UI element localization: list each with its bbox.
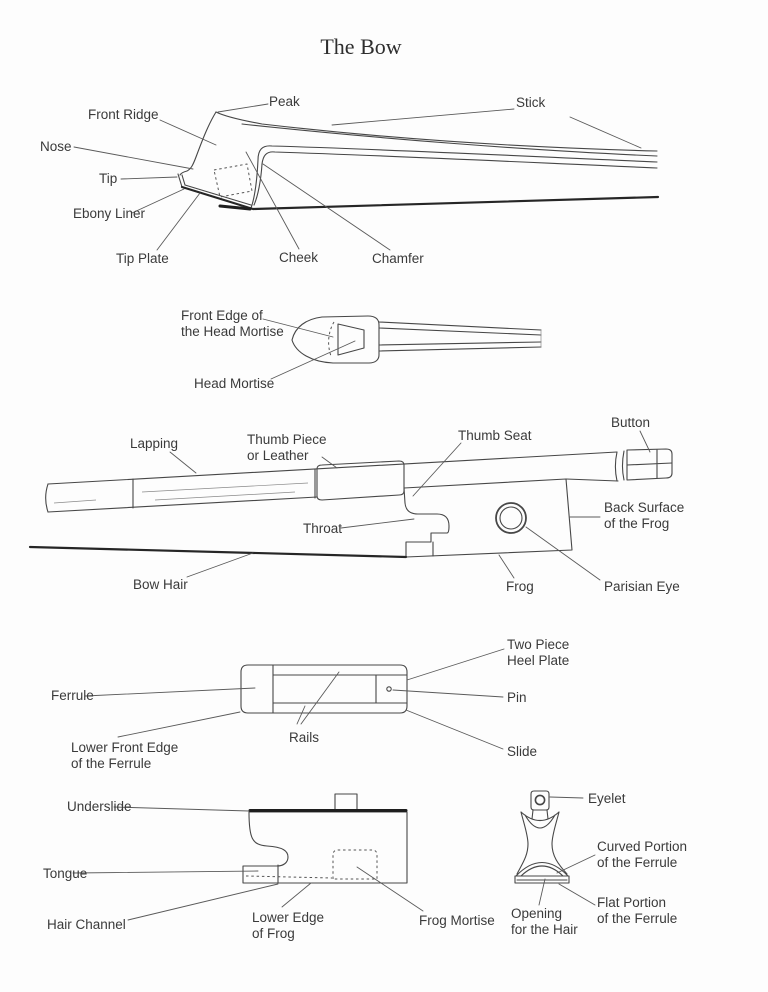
label-thumb-piece: Thumb Piece or Leather — [247, 432, 327, 464]
label-frog: Frog — [506, 579, 534, 594]
pin-dot — [386, 686, 392, 692]
head-front-ridge — [179, 111, 217, 176]
head-front-leaders — [262, 318, 356, 380]
stick-bottom-right — [565, 478, 619, 482]
frog-bottom-leaders — [84, 648, 505, 750]
lapping-dividers — [132, 468, 316, 509]
label-flat-portion: Flat Portion of the Ferrule — [597, 895, 678, 927]
label-slide: Slide — [507, 744, 538, 759]
stick-left-cap — [45, 483, 49, 513]
label-front-edge-head-mortise: Front Edge of the Head Mortise — [181, 308, 284, 340]
frog-bottom-view — [240, 664, 408, 714]
hair-channel-dotted — [245, 875, 333, 879]
label-frog-mortise: Frog Mortise — [419, 913, 495, 928]
ferrule-slide-outline — [240, 664, 408, 714]
label-head-mortise: Head Mortise — [194, 376, 275, 391]
page-title: The Bow — [320, 34, 402, 59]
label-front-ridge: Front Ridge — [88, 107, 159, 122]
label-throat: Throat — [303, 521, 343, 536]
tongue-outline — [242, 864, 279, 884]
lapping-shading — [53, 482, 309, 504]
button-lines — [626, 449, 673, 479]
label-ferrule: Ferrule — [51, 688, 94, 703]
stick-lines — [378, 321, 542, 352]
label-lapping: Lapping — [130, 436, 179, 451]
label-two-piece-heel-plate: Two Piece Heel Plate — [507, 637, 570, 669]
label-tip-plate: Tip Plate — [116, 251, 169, 266]
eyelet-body — [530, 790, 550, 811]
ferrule-flat-strip — [514, 875, 570, 884]
head-front-view — [291, 315, 542, 364]
ferrule-front-view — [514, 790, 570, 884]
head-side-view — [177, 111, 660, 211]
label-underslide: Underslide — [67, 799, 132, 814]
frog-underside-outline — [248, 811, 408, 884]
button-body — [626, 448, 673, 481]
bow-hair-line — [28, 545, 408, 559]
bow-hair-line-top-view — [251, 195, 660, 211]
frog-side-view — [28, 448, 673, 559]
eyelet-neck — [531, 809, 549, 820]
frog-mortise-dashed — [332, 849, 378, 880]
label-ebony-liner: Ebony Liner — [73, 206, 146, 221]
label-curved-portion: Curved Portion of the Ferrule — [597, 839, 688, 871]
head-egg-outline — [291, 315, 380, 364]
head-mortise-dotted — [213, 163, 253, 198]
frog-outline — [403, 478, 573, 558]
tip-plate-bottom — [180, 185, 255, 211]
tip-front-edge — [177, 173, 186, 188]
label-chamfer: Chamfer — [372, 251, 424, 266]
stick-bottom-left — [47, 496, 318, 513]
eyelet-hole — [534, 794, 546, 806]
stick-top — [47, 451, 618, 485]
frog-underside-leaders — [72, 806, 424, 921]
ferrule-front-leaders — [538, 796, 596, 906]
parisian-eye-inner — [499, 506, 523, 530]
label-stick: Stick — [516, 95, 546, 110]
label-rails: Rails — [289, 730, 320, 745]
stick-third-line-cheek — [250, 145, 658, 209]
ferrule-curved-arcs — [515, 862, 569, 877]
label-tongue: Tongue — [43, 866, 88, 881]
label-bow-hair: Bow Hair — [133, 577, 188, 592]
tip-plate-top — [184, 184, 252, 206]
stick-top-line — [215, 111, 658, 152]
hair-channel-profile — [248, 811, 289, 867]
parisian-eye-outer — [495, 502, 527, 534]
frog-front-sides — [516, 811, 568, 875]
label-tip: Tip — [99, 171, 118, 186]
label-thumb-seat: Thumb Seat — [458, 428, 532, 443]
label-lower-edge-frog: Lower Edge of Frog — [252, 910, 325, 942]
label-eyelet: Eyelet — [588, 791, 626, 806]
head-mortise-opening — [337, 323, 365, 356]
front-edge-mortise-dotted — [328, 321, 335, 357]
label-parisian-eye: Parisian Eye — [604, 579, 680, 594]
label-hair-channel: Hair Channel — [47, 917, 126, 932]
label-back-surface: Back Surface of the Frog — [604, 500, 685, 532]
thumb-leather — [316, 460, 405, 501]
frog-side-leaders — [169, 430, 651, 581]
ebony-liner-shape — [218, 204, 252, 211]
label-pin: Pin — [507, 690, 527, 705]
top-tab — [334, 793, 358, 813]
head-side-leaders — [73, 103, 642, 251]
label-peak: Peak — [269, 94, 300, 109]
label-lower-front-edge: Lower Front Edge of the Ferrule — [71, 740, 179, 772]
label-nose: Nose — [40, 139, 72, 154]
label-opening-hair: Opening for the Hair — [511, 906, 578, 938]
rail-lines — [272, 674, 408, 704]
crescent-curves — [520, 811, 560, 829]
label-button: Button — [611, 415, 651, 430]
button-collar — [614, 450, 625, 482]
stick-fourth-line-cheek — [253, 151, 658, 206]
stick-second-line — [241, 123, 658, 157]
frog-underside-view — [242, 793, 408, 884]
label-cheek: Cheek — [279, 250, 319, 265]
